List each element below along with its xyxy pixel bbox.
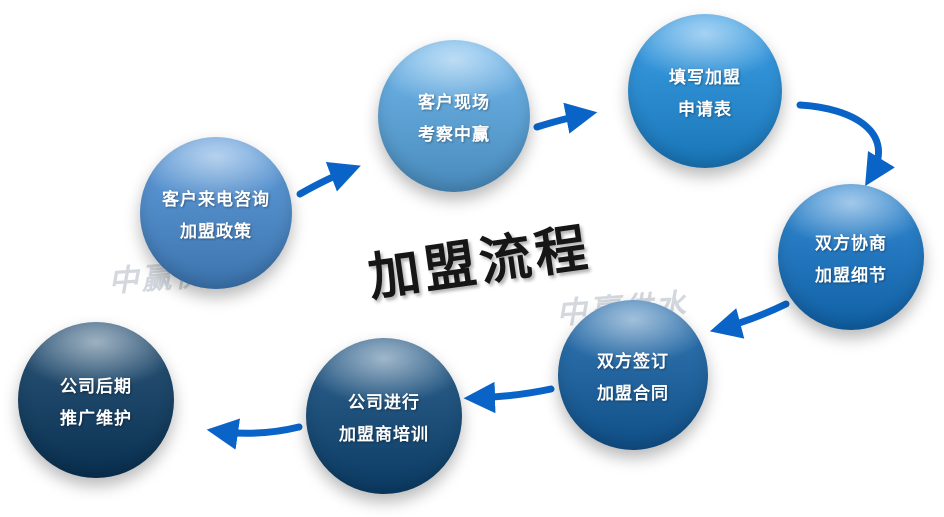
- arrow-sign-to-training: [463, 381, 555, 414]
- node-label-line: 加盟商培训: [339, 424, 429, 444]
- node-label-line: 客户来电咨询: [162, 189, 270, 209]
- node-label-line: 加盟政策: [180, 221, 252, 241]
- node-label-line: 加盟合同: [597, 383, 669, 403]
- flow-step-training: 公司进行 加盟商培训: [306, 338, 462, 494]
- flow-step-negotiate: 双方协商 加盟细节: [778, 184, 924, 330]
- flow-step-maintenance: 公司后期 推广维护: [18, 322, 174, 478]
- arrow-consult-to-visit: [296, 161, 361, 198]
- node-label-line: 双方签订: [597, 351, 669, 371]
- node-label-line: 公司进行: [348, 392, 420, 412]
- node-label-line: 填写加盟: [669, 67, 741, 87]
- flow-step-sign-contract: 双方签订 加盟合同: [558, 300, 708, 450]
- node-label-line: 推广维护: [60, 408, 132, 428]
- node-label-line: 加盟细节: [815, 265, 887, 285]
- node-label-line: 申请表: [678, 99, 732, 119]
- arrow-negotiate-to-sign: [709, 300, 790, 339]
- node-label-line: 考察中赢: [418, 124, 490, 144]
- flow-step-consult: 客户来电咨询 加盟政策: [140, 137, 292, 289]
- node-label-line: 客户现场: [418, 92, 490, 112]
- arrow-form-to-negotiate: [796, 101, 895, 187]
- flow-step-application-form: 填写加盟 申请表: [628, 14, 782, 168]
- arrow-training-to-maintain: [206, 418, 303, 450]
- flow-step-visit: 客户现场 考察中赢: [378, 40, 530, 192]
- node-label-line: 公司后期: [60, 376, 132, 396]
- arrow-visit-to-form: [533, 102, 598, 134]
- node-label-line: 双方协商: [815, 233, 887, 253]
